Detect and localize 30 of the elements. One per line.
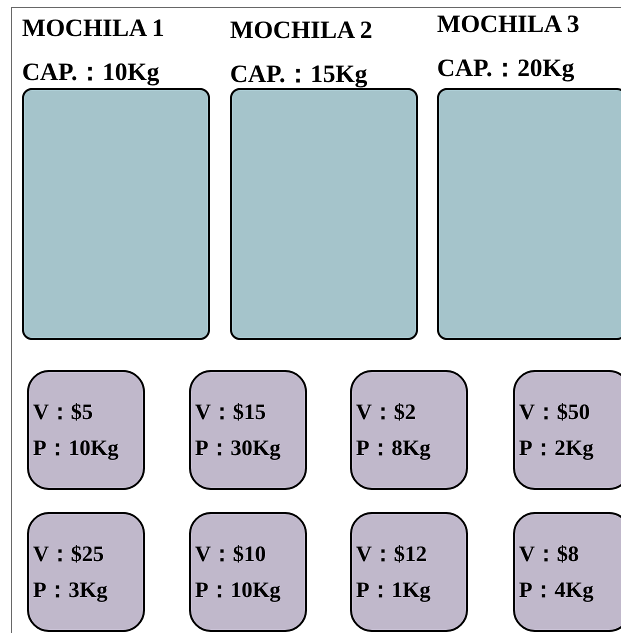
weight-label: P：10Kg <box>33 434 120 462</box>
weight-label: P：3Kg <box>33 576 109 604</box>
weight-label: P：1Kg <box>356 576 432 604</box>
value-label: V：$15 <box>195 398 267 426</box>
knapsack-title: MOCHILA 3 <box>437 10 580 40</box>
value-label: V：$12 <box>356 540 428 568</box>
item-card <box>350 512 468 632</box>
value-label: V：$2 <box>356 398 417 426</box>
weight-label: P：30Kg <box>195 434 282 462</box>
capacity-label: CAP.：15Kg <box>230 60 368 90</box>
capacity-label: CAP.：10Kg <box>22 58 160 88</box>
item-card <box>350 370 468 490</box>
weight-label: P：8Kg <box>356 434 432 462</box>
item-card <box>27 512 145 632</box>
item-card <box>513 370 621 490</box>
weight-label: P：2Kg <box>519 434 595 462</box>
item-card <box>513 512 621 632</box>
value-label: V：$5 <box>33 398 94 426</box>
weight-label: P：10Kg <box>195 576 282 604</box>
capacity-label: CAP.：20Kg <box>437 54 576 84</box>
item-card <box>189 370 307 490</box>
knapsack-title: MOCHILA 2 <box>230 16 374 46</box>
knapsack-title: MOCHILA 1 <box>22 14 166 44</box>
value-label: V：$10 <box>195 540 267 568</box>
item-card <box>189 512 307 632</box>
value-label: V：$50 <box>519 398 591 426</box>
value-label: V：$8 <box>519 540 580 568</box>
value-label: V：$25 <box>33 540 105 568</box>
item-card <box>27 370 145 490</box>
weight-label: P：4Kg <box>519 576 595 604</box>
